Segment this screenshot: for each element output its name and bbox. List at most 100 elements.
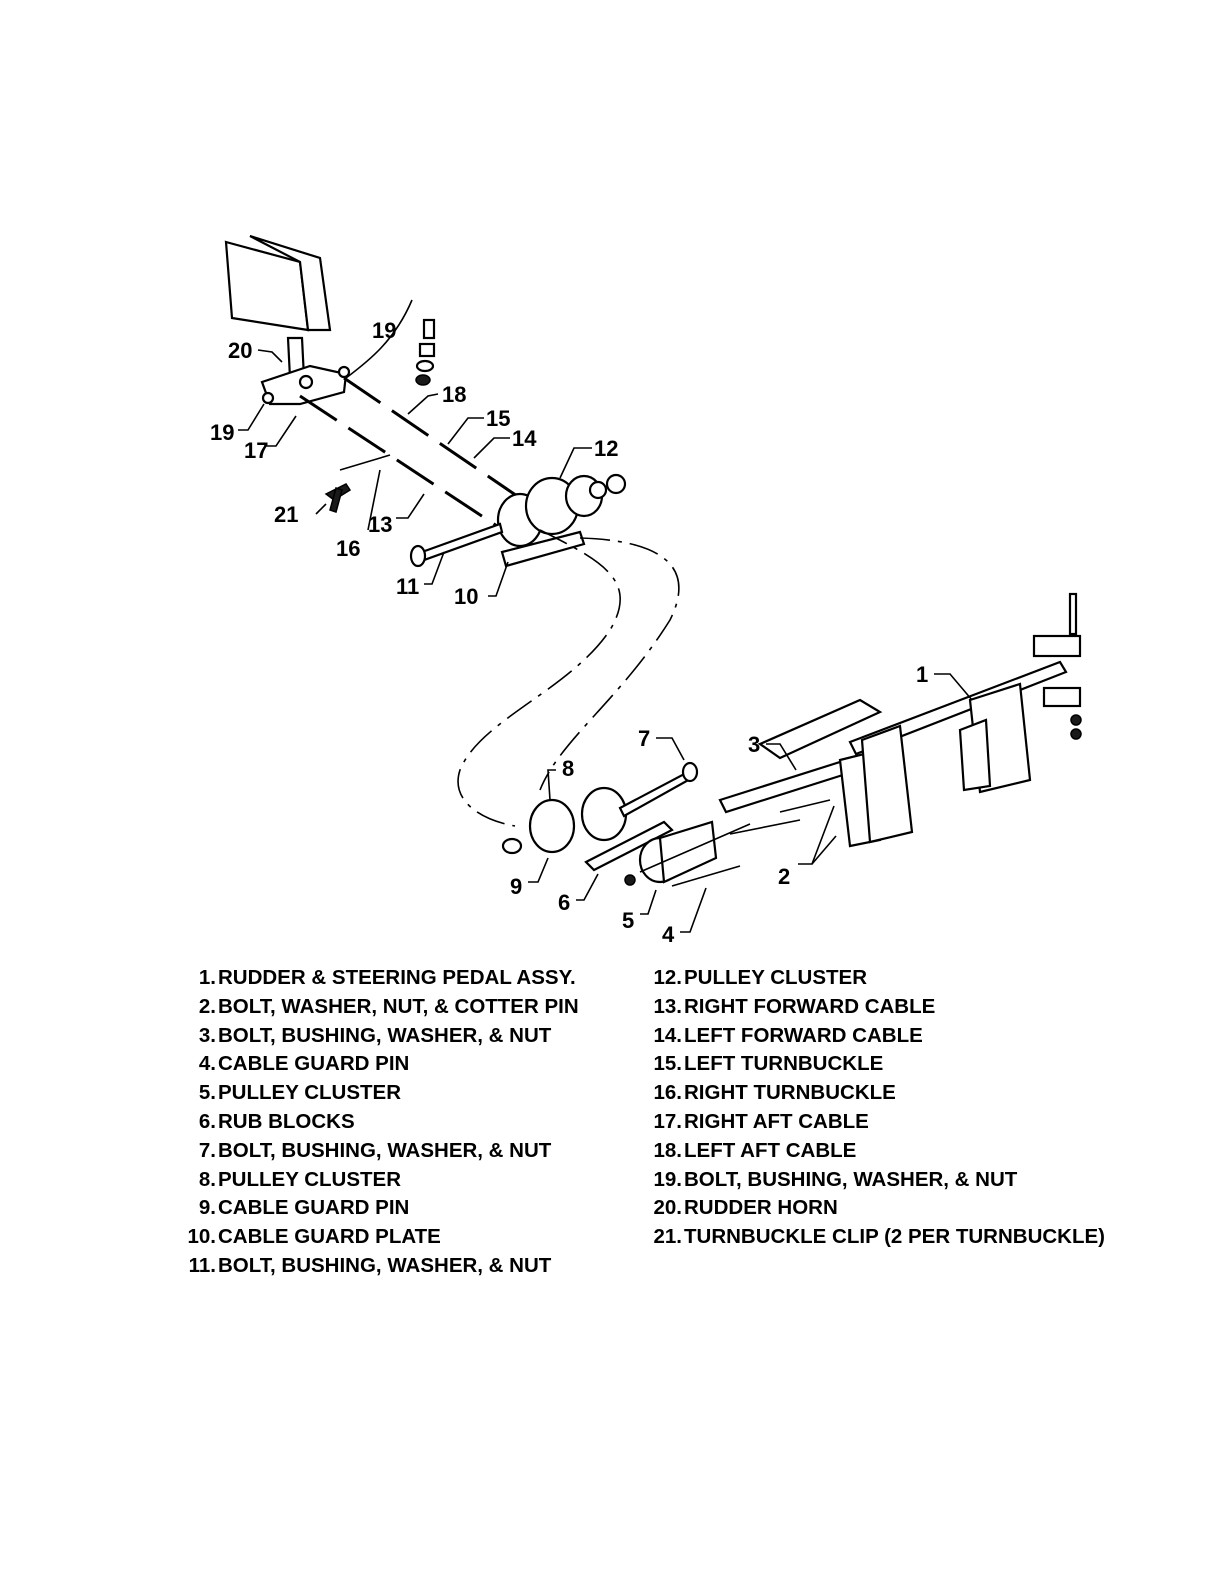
legend-number: 14. — [653, 1023, 683, 1047]
legend-item: 21.TURNBUCKLE CLIP (2 PER TURNBUCKLE) — [638, 1223, 1158, 1252]
legend-item: 14.LEFT FORWARD CABLE — [638, 1022, 1158, 1051]
legend-item: 15.LEFT TURNBUCKLE — [638, 1050, 1158, 1079]
legend-number: 13. — [653, 994, 683, 1018]
legend-item: 13.RIGHT FORWARD CABLE — [638, 993, 1158, 1022]
callout-19b: 19 — [210, 420, 234, 445]
legend-item: 17.RIGHT AFT CABLE — [638, 1108, 1158, 1137]
legend-number: 17. — [653, 1109, 683, 1133]
callout-labels: 1 2 3 4 5 6 7 8 9 10 11 12 13 14 15 16 1… — [210, 318, 928, 947]
legend-number: 15. — [653, 1052, 683, 1076]
callout-1: 1 — [916, 662, 928, 687]
callout-11: 11 — [396, 574, 419, 599]
cables-forward — [299, 299, 521, 530]
legend-text: LEFT FORWARD CABLE — [684, 1023, 923, 1047]
callout-15: 15 — [486, 406, 510, 431]
legend-text: BOLT, BUSHING, WASHER, & NUT — [218, 1138, 552, 1162]
legend-item: 4.CABLE GUARD PIN — [172, 1050, 612, 1079]
pulley-cluster-forward — [409, 473, 627, 568]
callout-12: 12 — [594, 436, 618, 461]
exploded-diagram: 1 2 3 4 5 6 7 8 9 10 11 12 13 14 15 16 1… — [210, 234, 1082, 947]
callout-5: 5 — [622, 908, 634, 933]
legend-item: 20.RUDDER HORN — [638, 1194, 1158, 1223]
callout-4: 4 — [662, 922, 675, 947]
parts-legend-left: 1.RUDDER & STEERING PEDAL ASSY. 2.BOLT, … — [172, 964, 612, 1281]
legend-number: 7. — [198, 1138, 216, 1162]
legend-number: 18. — [653, 1138, 683, 1162]
legend-item: 5.PULLEY CLUSTER — [172, 1079, 612, 1108]
legend-number: 10. — [187, 1225, 217, 1249]
rudder-horn — [260, 364, 351, 406]
legend-text: PULLEY CLUSTER — [218, 1167, 401, 1191]
pulley-cluster-lower — [624, 820, 751, 887]
legend-number: 8. — [198, 1167, 216, 1191]
legend-number: 16. — [653, 1081, 683, 1105]
callout-9: 9 — [510, 874, 522, 899]
callout-21: 21 — [274, 502, 298, 527]
legend-number: 9. — [198, 1196, 216, 1220]
parts-legend-right: 12.PULLEY CLUSTER 13.RIGHT FORWARD CABLE… — [638, 964, 1158, 1252]
legend-number: 19. — [653, 1167, 683, 1191]
legend-number: 5. — [198, 1081, 216, 1105]
legend-item: 3.BOLT, BUSHING, WASHER, & NUT — [172, 1022, 612, 1051]
legend-text: RIGHT AFT CABLE — [684, 1109, 869, 1133]
legend-text: CABLE GUARD PIN — [218, 1196, 410, 1220]
legend-item: 9.CABLE GUARD PIN — [172, 1194, 612, 1223]
legend-item: 19.BOLT, BUSHING, WASHER, & NUT — [638, 1166, 1158, 1195]
legend-text: BOLT, BUSHING, WASHER, & NUT — [218, 1253, 552, 1277]
callout-3: 3 — [748, 732, 760, 757]
legend-text: BOLT, BUSHING, WASHER, & NUT — [218, 1023, 552, 1047]
legend-item: 1.RUDDER & STEERING PEDAL ASSY. — [172, 964, 612, 993]
legend-text: PULLEY CLUSTER — [684, 966, 867, 989]
callout-16: 16 — [336, 536, 360, 561]
legend-number: 12. — [653, 966, 683, 989]
legend-item: 16.RIGHT TURNBUCKLE — [638, 1079, 1158, 1108]
legend-number: 21. — [653, 1225, 683, 1249]
pedal-assembly — [718, 592, 1082, 848]
legend-number: 11. — [188, 1253, 216, 1277]
legend-number: 3. — [198, 1023, 216, 1047]
legend-item: 18.LEFT AFT CABLE — [638, 1137, 1158, 1166]
bolt-stack-upper — [415, 318, 436, 386]
legend-item: 10.CABLE GUARD PLATE — [172, 1223, 612, 1252]
legend-text: RIGHT FORWARD CABLE — [684, 994, 936, 1018]
cable-routing — [457, 529, 680, 827]
legend-item: 12.PULLEY CLUSTER — [638, 964, 1158, 993]
legend-number: 6. — [198, 1109, 216, 1133]
callout-6: 6 — [558, 890, 570, 915]
callout-19a: 19 — [372, 318, 396, 343]
legend-text: TURNBUCKLE CLIP (2 PER TURNBUCKLE) — [684, 1225, 1106, 1249]
legend-text: BOLT, WASHER, NUT, & COTTER PIN — [218, 994, 579, 1018]
callout-2: 2 — [778, 864, 790, 889]
turnbuckle-clip — [324, 483, 352, 513]
callout-13: 13 — [368, 512, 392, 537]
callout-10: 10 — [454, 584, 478, 609]
legend-item: 8.PULLEY CLUSTER — [172, 1166, 612, 1195]
legend-text: BOLT, BUSHING, WASHER, & NUT — [684, 1167, 1018, 1191]
callout-17: 17 — [244, 438, 268, 463]
legend-text: CABLE GUARD PLATE — [218, 1225, 441, 1249]
callout-7: 7 — [638, 726, 650, 751]
legend-text: LEFT AFT CABLE — [684, 1138, 857, 1162]
callout-leaders — [238, 349, 973, 933]
legend-item: 6.RUB BLOCKS — [172, 1108, 612, 1137]
legend-item: 2.BOLT, WASHER, NUT, & COTTER PIN — [172, 993, 612, 1022]
legend-text: RUB BLOCKS — [218, 1109, 355, 1133]
callout-14: 14 — [512, 426, 537, 451]
pulley-cluster-aft — [501, 761, 699, 872]
legend-item: 11.BOLT, BUSHING, WASHER, & NUT — [172, 1252, 612, 1281]
rudder — [224, 234, 332, 380]
legend-number: 20. — [653, 1196, 683, 1220]
legend-text: RUDDER & STEERING PEDAL ASSY. — [218, 966, 576, 989]
legend-text: RUDDER HORN — [684, 1196, 838, 1220]
legend-item: 7.BOLT, BUSHING, WASHER, & NUT — [172, 1137, 612, 1166]
legend-text: LEFT TURNBUCKLE — [684, 1052, 884, 1076]
callout-20: 20 — [228, 338, 252, 363]
legend-text: PULLEY CLUSTER — [218, 1081, 401, 1105]
legend-text: RIGHT TURNBUCKLE — [684, 1081, 896, 1105]
legend-number: 2. — [198, 994, 216, 1018]
legend-text: CABLE GUARD PIN — [218, 1052, 410, 1076]
callout-8: 8 — [562, 756, 574, 781]
legend-number: 4. — [198, 1052, 216, 1076]
legend-number: 1. — [198, 966, 216, 989]
callout-18: 18 — [442, 382, 466, 407]
